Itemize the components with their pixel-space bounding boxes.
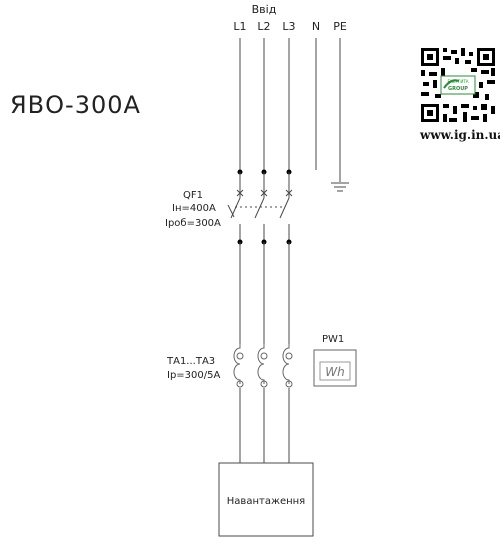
panel-title: ЯВО-300А	[10, 91, 141, 119]
meter-display	[319, 361, 351, 381]
terminal-label-pe: PE	[333, 20, 347, 33]
svg-text:ЕНЕРГИТА: ЕНЕРГИТА	[447, 79, 468, 84]
transformer-ratio: Ip=300/5А	[167, 370, 220, 381]
breaker-working-current: Іроб=300А	[165, 218, 221, 229]
current-transformer-l1	[233, 344, 244, 388]
terminal-label-l2: L2	[257, 20, 270, 33]
input-label: Ввід	[252, 3, 277, 16]
meter-symbol: Wh	[325, 365, 344, 379]
terminal-label-l3: L3	[282, 20, 295, 33]
breaker-name: QF1	[183, 190, 203, 201]
load-label: Навантаження	[227, 496, 305, 507]
breaker-symbol	[227, 172, 293, 242]
breaker-rated-current: Iн=400А	[172, 203, 216, 214]
terminal-label-n: N	[312, 20, 320, 33]
svg-text:GROUP: GROUP	[448, 86, 468, 92]
transformer-name: ТА1...ТА3	[166, 356, 215, 367]
load-box	[218, 462, 314, 537]
meter-name: PW1	[322, 334, 344, 345]
ground-icon	[331, 182, 349, 192]
terminal-label-l1: L1	[233, 20, 246, 33]
current-transformer-l3	[282, 344, 293, 388]
qr-code-icon: ЕНЕРГИТА GROUP	[421, 48, 495, 122]
current-transformer-l2	[257, 344, 268, 388]
website-url: www.ig.in.ua	[419, 128, 500, 142]
meter-box	[313, 349, 357, 387]
